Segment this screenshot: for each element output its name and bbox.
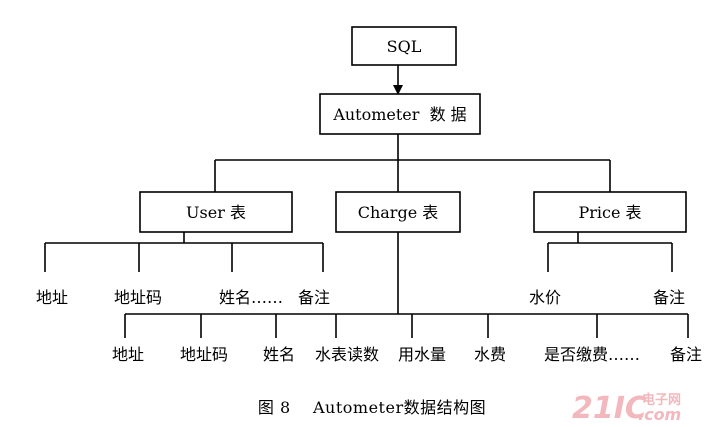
- charge-field-remark: 备注: [670, 345, 702, 364]
- autometer-connector: [214, 134, 611, 192]
- price-field-water-price: 水价: [529, 288, 561, 307]
- user-table-node: User 表: [139, 191, 293, 233]
- price-table-node: Price 表: [533, 191, 687, 233]
- price-field-remark: 备注: [653, 288, 685, 307]
- charge-field-water-fee: 水费: [474, 345, 506, 364]
- charge-field-name: 姓名: [263, 345, 295, 364]
- user-field-name: 姓名……: [219, 288, 283, 307]
- charge-field-water-usage: 用水量: [398, 345, 446, 364]
- price-fields: 水价 备注: [529, 288, 685, 307]
- price-fields-connector: [547, 232, 673, 272]
- autometer-label: Autometer 数 据: [332, 105, 466, 124]
- figure-caption: 图 8 Autometer数据结构图: [258, 398, 486, 417]
- user-field-remark: 备注: [298, 288, 330, 307]
- watermark-logo: 21IC 电子网 .com: [572, 391, 681, 426]
- charge-field-meter-reading: 水表读数: [315, 345, 379, 364]
- charge-field-paid-status: 是否缴费……: [544, 345, 640, 364]
- user-field-address-code: 地址码: [114, 288, 162, 307]
- charge-fields: 地址 地址码 姓名 水表读数 用水量 水费 是否缴费…… 备注: [112, 345, 702, 364]
- charge-table-label: Charge 表: [358, 203, 439, 222]
- watermark-main-text: 21IC: [572, 391, 647, 426]
- charge-table-node: Charge 表: [335, 191, 461, 233]
- price-table-label: Price 表: [578, 203, 641, 222]
- sql-label: SQL: [387, 37, 422, 56]
- charge-fields-connector: [124, 232, 689, 338]
- user-fields-connector: [44, 232, 324, 272]
- watermark-dotcom-text: .com: [638, 405, 681, 424]
- autometer-node: Autometer 数 据: [319, 93, 481, 135]
- user-field-address: 地址: [36, 288, 68, 307]
- charge-field-address-code: 地址码: [180, 345, 228, 364]
- charge-field-address: 地址: [112, 345, 144, 364]
- user-table-label: User 表: [186, 203, 246, 222]
- watermark-cn-text: 电子网: [642, 392, 681, 408]
- user-fields: 地址 地址码 姓名…… 备注: [36, 288, 330, 307]
- sql-node: SQL: [351, 26, 457, 66]
